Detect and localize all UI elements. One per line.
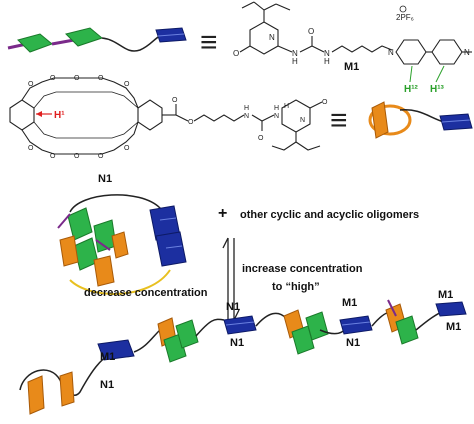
chain-label-3: N1	[226, 301, 240, 313]
svg-text:O: O	[50, 153, 56, 160]
increase-concentration-line1: increase concentration	[242, 263, 363, 275]
chain-label-5: M1	[342, 297, 357, 309]
svg-text:O: O	[188, 119, 194, 126]
h13-label: H¹³	[430, 84, 445, 95]
n1-structure	[9, 77, 323, 155]
m1-atoms: O N N H O N H N N	[233, 27, 470, 66]
svg-text:H: H	[244, 105, 249, 112]
chain-label-6: N1	[346, 337, 360, 349]
linear-polymer-cartoon	[19, 299, 467, 415]
svg-text:O: O	[233, 49, 239, 58]
svg-text:O: O	[98, 75, 104, 82]
increase-concentration-line2: to “high”	[272, 281, 320, 293]
svg-text:O: O	[74, 75, 80, 82]
svg-text:H: H	[274, 105, 279, 112]
svg-text:H: H	[292, 57, 298, 66]
svg-text:N: N	[292, 49, 298, 58]
svg-text:N: N	[388, 48, 394, 57]
counterion-label: 2PF₆	[396, 13, 414, 22]
n1-label: N1	[98, 173, 112, 185]
equiv-sign-mid: ≡	[330, 104, 348, 137]
svg-text:H: H	[324, 57, 330, 66]
equiv-sign-top: ≡	[200, 26, 218, 59]
m1-label: M1	[344, 61, 359, 73]
svg-text:N: N	[300, 117, 305, 124]
chain-label-4: N1	[230, 337, 244, 349]
other-oligomers-text: other cyclic and acyclic oligomers	[240, 209, 419, 221]
svg-text:O: O	[172, 97, 178, 104]
svg-text:N: N	[324, 49, 330, 58]
svg-text:O: O	[308, 27, 314, 36]
n1-cartoon	[368, 101, 473, 139]
svg-text:N: N	[244, 113, 249, 120]
n1-atoms: O O O O O O O O O O O O N H O N H N H O	[28, 75, 328, 160]
svg-text:O: O	[124, 145, 130, 152]
svg-text:O: O	[74, 153, 80, 160]
svg-text:N: N	[464, 48, 470, 57]
h12-label: H¹²	[404, 84, 419, 95]
svg-text:H: H	[284, 103, 289, 110]
svg-text:N: N	[269, 33, 275, 42]
svg-text:O: O	[28, 81, 34, 88]
h1-label: H¹	[54, 110, 65, 121]
m1-cartoon	[7, 27, 187, 53]
svg-text:O: O	[258, 135, 264, 142]
polymer-chain-labels: M1 N1 N1 N1 M1 N1 M1 M1	[100, 289, 461, 391]
chain-label-7: M1	[438, 289, 453, 301]
m1-structure	[239, 1, 472, 65]
cyclic-dimer-cartoon	[57, 194, 187, 295]
chain-label-2: N1	[100, 379, 114, 391]
charge-circle	[399, 5, 407, 13]
svg-text:O: O	[124, 81, 130, 88]
svg-text:O: O	[322, 99, 328, 106]
decrease-concentration: decrease concentration	[84, 287, 208, 299]
chain-label-1: M1	[100, 351, 115, 363]
chain-label-8: M1	[446, 321, 461, 333]
svg-text:O: O	[50, 75, 56, 82]
svg-text:N: N	[274, 113, 279, 120]
svg-text:O: O	[28, 145, 34, 152]
svg-text:O: O	[98, 153, 104, 160]
plus-sign: +	[218, 205, 227, 222]
